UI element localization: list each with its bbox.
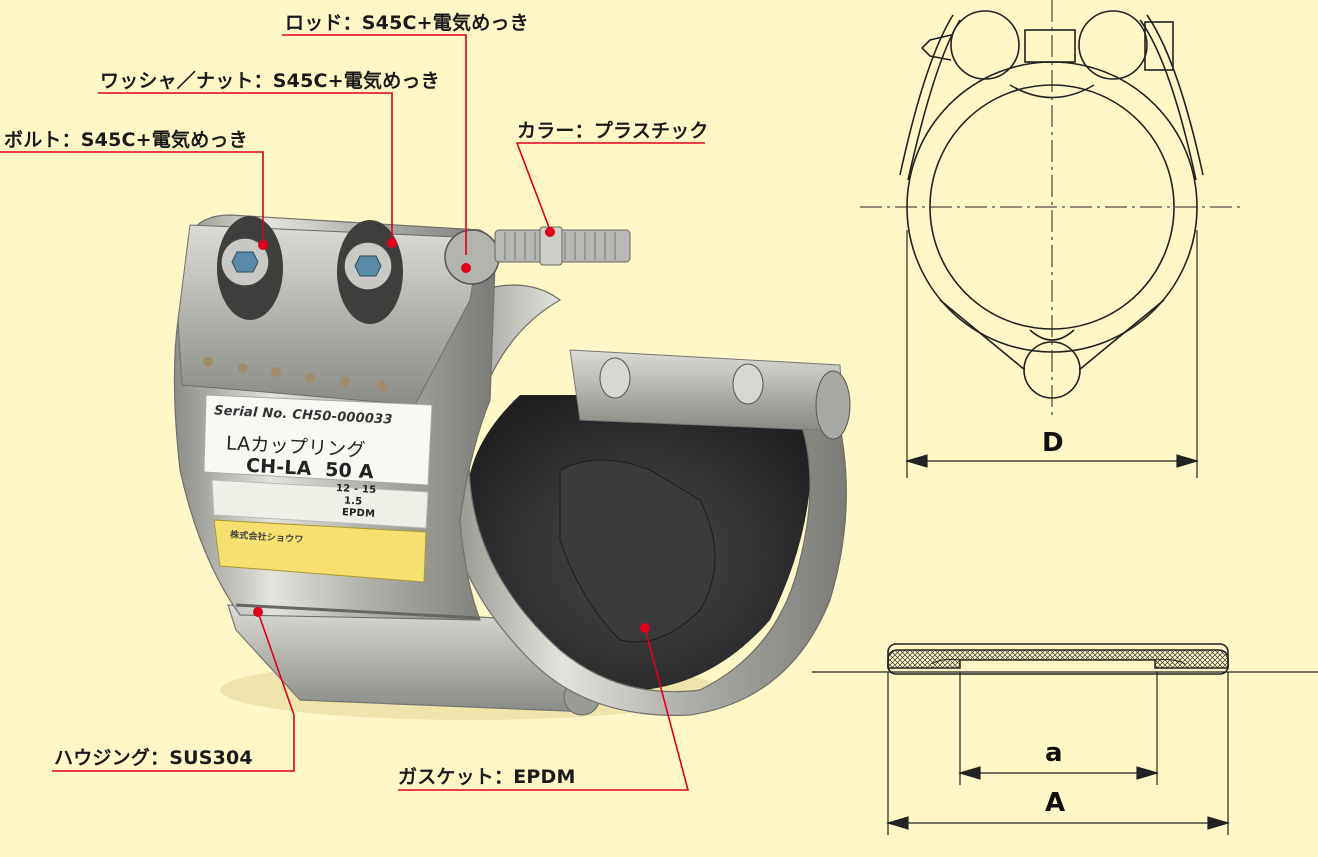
dimension-A-label: A (1045, 788, 1066, 818)
rivet-row (203, 357, 387, 391)
callout-rod: ロッド：S45C+電気めっき (285, 12, 529, 34)
leader-dots (253, 227, 650, 633)
spec-value-2: 1.5 (343, 495, 363, 508)
housing-seam (235, 603, 481, 620)
dimension-D-line (904, 230, 1200, 478)
collar (539, 226, 563, 266)
side-view-drawing (812, 643, 1318, 675)
dimension-a-label: a (1045, 738, 1063, 768)
spec-value-3: EPDM (341, 507, 376, 520)
dimension-D-label: D (1042, 428, 1064, 458)
hex-socket-1 (231, 251, 259, 273)
bolt-head-right-2 (732, 363, 764, 405)
label-plate-white (203, 394, 433, 486)
label-plate-yellow (213, 519, 427, 583)
callout-collar: カラー：プラスチック (517, 120, 709, 142)
spec-value-1: 12 - 15 (335, 482, 377, 497)
front-view-drawing (860, 0, 1242, 420)
callout-housing: ハウジング：SUS304 (54, 747, 253, 769)
gasket-inner-face (559, 459, 716, 643)
hex-socket-2 (354, 255, 382, 277)
label-plate-spec (211, 479, 429, 529)
rod-end-right (815, 370, 851, 440)
bolt-threads (504, 232, 616, 260)
leader-lines (0, 34, 705, 791)
rod-end (444, 229, 500, 285)
callout-gasket: ガスケット：EPDM (398, 766, 576, 788)
dimension-a-A-lines (885, 672, 1231, 835)
callout-bolt: ボルト：S45C+電気めっき (4, 129, 248, 151)
bolt-head-right-1 (599, 357, 631, 399)
callout-washer-nut: ワッシャ／ナット：S45C+電気めっき (100, 70, 440, 92)
